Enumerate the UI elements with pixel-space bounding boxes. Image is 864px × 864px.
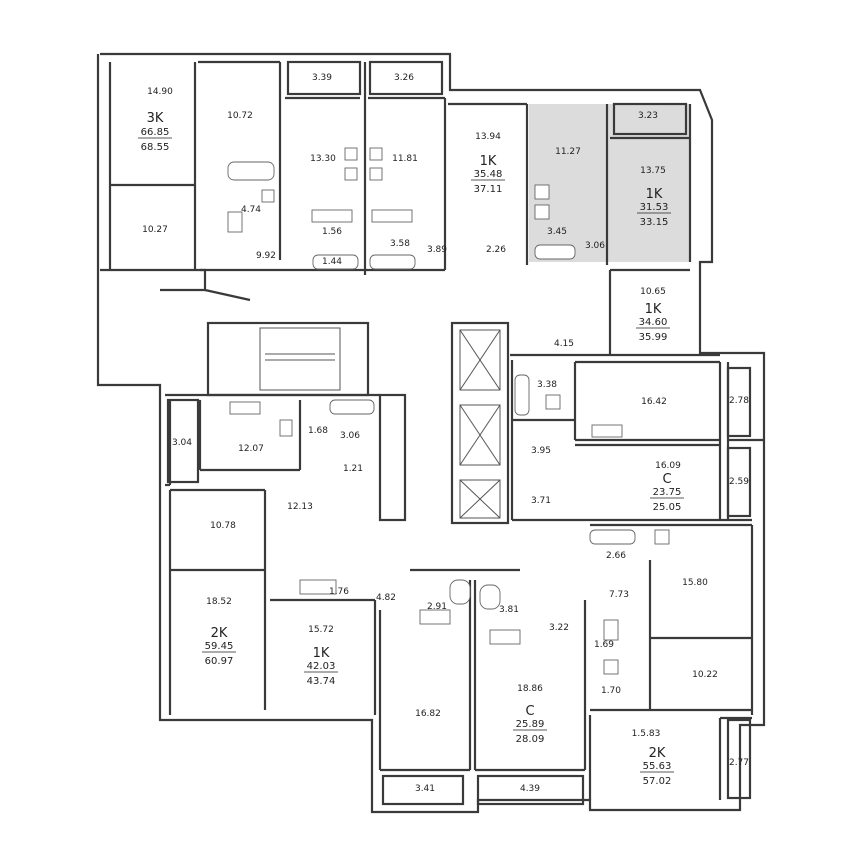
room-area: 1.56 [322, 227, 342, 237]
apartment-labels: 3K 66.85 68.55 1K 35.48 37.11 1K 31.53 3… [138, 111, 684, 787]
room-area: 3.22 [549, 623, 569, 633]
outer-walls [96, 52, 766, 814]
svg-text:37.11: 37.11 [474, 184, 503, 195]
apartment-label-3k: 3K 66.85 68.55 [138, 111, 172, 153]
room-area: 1.5.83 [632, 729, 661, 739]
room-area: 2.77 [729, 758, 749, 768]
room-area: 1.69 [594, 640, 614, 650]
room-area: 3.45 [547, 227, 567, 237]
room-area: 13.94 [475, 132, 501, 142]
room-area: 2.78 [729, 396, 749, 406]
room-area: 16.82 [415, 709, 441, 719]
room-area: 3.38 [537, 380, 557, 390]
svg-text:34.60: 34.60 [639, 317, 668, 328]
room-area: 10.27 [142, 225, 168, 235]
room-area: 15.72 [308, 625, 334, 635]
room-area: 1.21 [343, 464, 363, 474]
svg-text:35.99: 35.99 [639, 332, 668, 343]
svg-text:3K: 3K [147, 111, 164, 126]
room-area: 12.07 [238, 444, 264, 454]
room-area: 3.58 [390, 239, 410, 249]
room-area: 4.39 [520, 784, 540, 794]
svg-text:31.53: 31.53 [640, 202, 669, 213]
room-area: 1.76 [329, 587, 349, 597]
apartment-label-2k-a: 2K 59.45 60.97 [202, 626, 236, 667]
room-area: 18.52 [206, 597, 232, 607]
room-area: 2.66 [606, 551, 626, 561]
room-area: 13.75 [640, 166, 666, 176]
room-area: 1.44 [322, 257, 342, 267]
room-area: 3.89 [427, 245, 447, 255]
room-area: 12.13 [287, 502, 313, 512]
svg-text:1K: 1K [480, 154, 497, 169]
room-area: 10.78 [210, 521, 236, 531]
room-area: 16.09 [655, 461, 681, 471]
room-area: 11.27 [555, 147, 581, 157]
room-area: 4.82 [376, 593, 396, 603]
svg-text:1K: 1K [646, 187, 663, 202]
apartment-label-1k-c: 1K 34.60 35.99 [636, 302, 670, 343]
room-area: 3.23 [638, 111, 658, 121]
room-area: 3.06 [340, 431, 360, 441]
svg-text:57.02: 57.02 [643, 776, 672, 787]
room-area: 3.41 [415, 784, 435, 794]
apartment-label-c-b: C 25.89 28.09 [513, 704, 547, 745]
svg-text:1K: 1K [313, 646, 330, 661]
svg-text:60.97: 60.97 [205, 656, 234, 667]
room-area: 3.81 [499, 605, 519, 615]
fixtures [227, 147, 670, 675]
room-area: 11.81 [392, 154, 418, 164]
room-area: 2.59 [729, 477, 749, 487]
room-area: 2.91 [427, 602, 447, 612]
svg-text:2K: 2K [649, 746, 666, 761]
svg-text:42.03: 42.03 [307, 661, 336, 672]
interior-walls [108, 60, 764, 806]
apartment-label-c-a: C 23.75 25.05 [650, 472, 684, 513]
highlighted-apartment-fill [529, 104, 689, 262]
apartment-label-1k-d: 1K 42.03 43.74 [304, 646, 338, 687]
svg-text:66.85: 66.85 [141, 127, 170, 138]
room-area: 14.90 [147, 87, 173, 97]
room-area: 16.42 [641, 397, 667, 407]
svg-text:25.05: 25.05 [653, 502, 682, 513]
svg-text:1K: 1K [645, 302, 662, 317]
svg-text:35.48: 35.48 [474, 169, 503, 180]
svg-text:C: C [525, 704, 534, 719]
room-area: 3.04 [172, 438, 192, 448]
svg-text:43.74: 43.74 [307, 676, 336, 687]
room-area: 13.30 [310, 154, 336, 164]
room-area: 10.72 [227, 111, 253, 121]
room-area: 10.22 [692, 670, 718, 680]
room-area: 15.80 [682, 578, 708, 588]
room-area: 2.26 [486, 245, 506, 255]
svg-text:C: C [662, 472, 671, 487]
room-area: 3.71 [531, 496, 551, 506]
room-area: 3.06 [585, 241, 605, 251]
svg-text:59.45: 59.45 [205, 641, 234, 652]
apartment-label-2k-b: 2K 55.63 57.02 [640, 746, 674, 787]
room-area: 3.95 [531, 446, 551, 456]
room-area: 10.65 [640, 287, 666, 297]
apartment-label-1k-a: 1K 35.48 37.11 [471, 154, 505, 195]
room-area: 4.74 [241, 205, 261, 215]
svg-text:33.15: 33.15 [640, 217, 669, 228]
svg-text:2K: 2K [211, 626, 228, 641]
room-area: 4.15 [554, 339, 574, 349]
svg-text:68.55: 68.55 [141, 142, 170, 153]
svg-text:23.75: 23.75 [653, 487, 682, 498]
svg-text:28.09: 28.09 [516, 734, 545, 745]
svg-text:55.63: 55.63 [643, 761, 672, 772]
room-area: 3.26 [394, 73, 414, 83]
room-area: 7.73 [609, 590, 629, 600]
room-labels: 14.90 10.72 3.39 3.26 13.30 11.81 4.74 1… [142, 73, 749, 794]
room-area: 1.70 [601, 686, 621, 696]
apartment-label-1k-b: 1K 31.53 33.15 [637, 187, 671, 228]
room-area: 3.39 [312, 73, 332, 83]
room-area: 1.68 [308, 426, 328, 436]
room-area: 9.92 [256, 251, 276, 261]
svg-text:25.89: 25.89 [516, 719, 545, 730]
room-area: 18.86 [517, 684, 543, 694]
